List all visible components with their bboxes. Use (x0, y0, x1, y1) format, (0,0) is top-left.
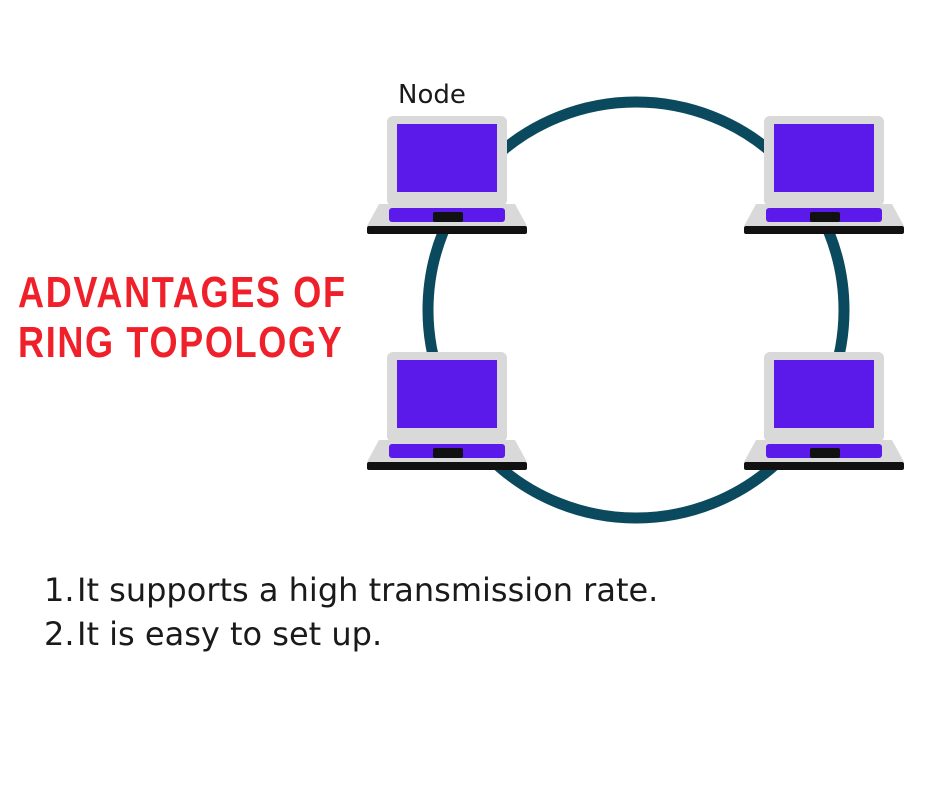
list-item: 1. It supports a high transmission rate. (44, 568, 658, 612)
title-line-2: RING TOPOLOGY (18, 318, 344, 367)
list-text: It is easy to set up. (77, 615, 383, 653)
laptop-icon (744, 352, 904, 470)
list-item: 2. It is easy to set up. (44, 612, 658, 656)
laptop-icon (367, 116, 527, 234)
list-number: 2. (44, 615, 75, 653)
node-label: Node (398, 80, 466, 110)
list-text: It supports a high transmission rate. (77, 571, 659, 609)
advantages-list: 1. It supports a high transmission rate.… (44, 568, 658, 656)
title-line-1: ADVANTAGES OF (18, 268, 347, 317)
page-title: ADVANTAGES OF RING TOPOLOGY (18, 268, 347, 368)
laptop-icon (744, 116, 904, 234)
ring-connection (422, 96, 850, 524)
laptop-icon (367, 352, 527, 470)
list-number: 1. (44, 571, 75, 609)
